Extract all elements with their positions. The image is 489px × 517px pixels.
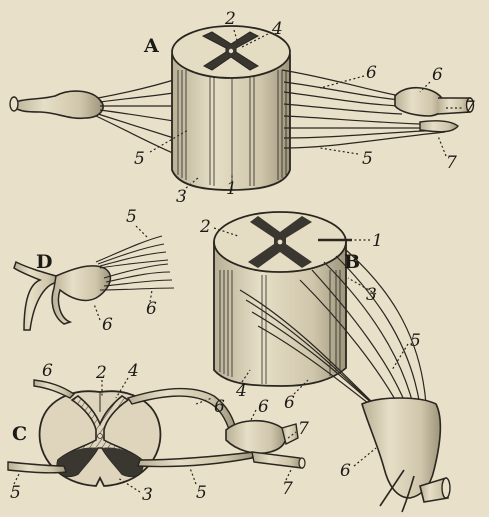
b-part-label: 1 xyxy=(372,231,383,251)
a-part-label: 6 xyxy=(366,63,377,83)
panel-label-c: C xyxy=(12,423,27,445)
panel-label-d: D xyxy=(36,251,52,273)
d-part-label: 6 xyxy=(146,299,157,319)
panel-b: B 2 1 3 5 4 6 6 xyxy=(199,212,450,512)
c-part-label: 6 xyxy=(214,397,225,417)
c-left-dorsal-root xyxy=(34,380,74,398)
a-part-label: 5 xyxy=(362,149,373,169)
c-part-label: 6 xyxy=(42,361,53,381)
c-part-label: 7 xyxy=(282,479,293,499)
a-part-label: 7 xyxy=(446,153,457,173)
a-part-label: 7 xyxy=(464,98,475,118)
b-part-label: 4 xyxy=(235,381,247,401)
a-left-ganglion xyxy=(12,91,103,118)
c-part-label: 7 xyxy=(298,419,309,439)
a-left-rootlets xyxy=(96,78,180,156)
a-part-label: 1 xyxy=(226,179,237,199)
b-part-label: 6 xyxy=(340,461,351,481)
d-part-label: 6 xyxy=(102,315,113,335)
c-part-label: 2 xyxy=(95,363,107,383)
c-ganglion xyxy=(226,421,286,454)
c-part-label: 3 xyxy=(142,485,153,505)
d-part-label: 5 xyxy=(126,207,137,227)
a-part-label: 5 xyxy=(134,149,145,169)
c-part-label: 6 xyxy=(258,397,269,417)
b-part-label: 2 xyxy=(199,217,211,237)
panel-d: D 5 6 6 xyxy=(14,207,174,335)
b-part-label: 3 xyxy=(366,285,377,305)
a-part-label: 3 xyxy=(176,187,187,207)
panel-label-a: A xyxy=(143,35,159,57)
c-part-label: 4 xyxy=(127,361,139,381)
panel-label-b: B xyxy=(344,251,360,273)
b-part-label: 5 xyxy=(410,331,421,351)
a-part-label: 2 xyxy=(224,9,236,29)
c-part-label: 5 xyxy=(196,483,207,503)
c-part-label: 5 xyxy=(10,483,21,503)
a-right-ganglion xyxy=(395,88,444,116)
a-part-label: 4 xyxy=(271,19,283,39)
panel-a: A 2 4 6 6 7 7 5 5 3 1 xyxy=(10,9,475,207)
d-dorsal-rootlets xyxy=(96,236,168,268)
b-part-label: 6 xyxy=(284,393,295,413)
a-part-label: 6 xyxy=(432,65,443,85)
